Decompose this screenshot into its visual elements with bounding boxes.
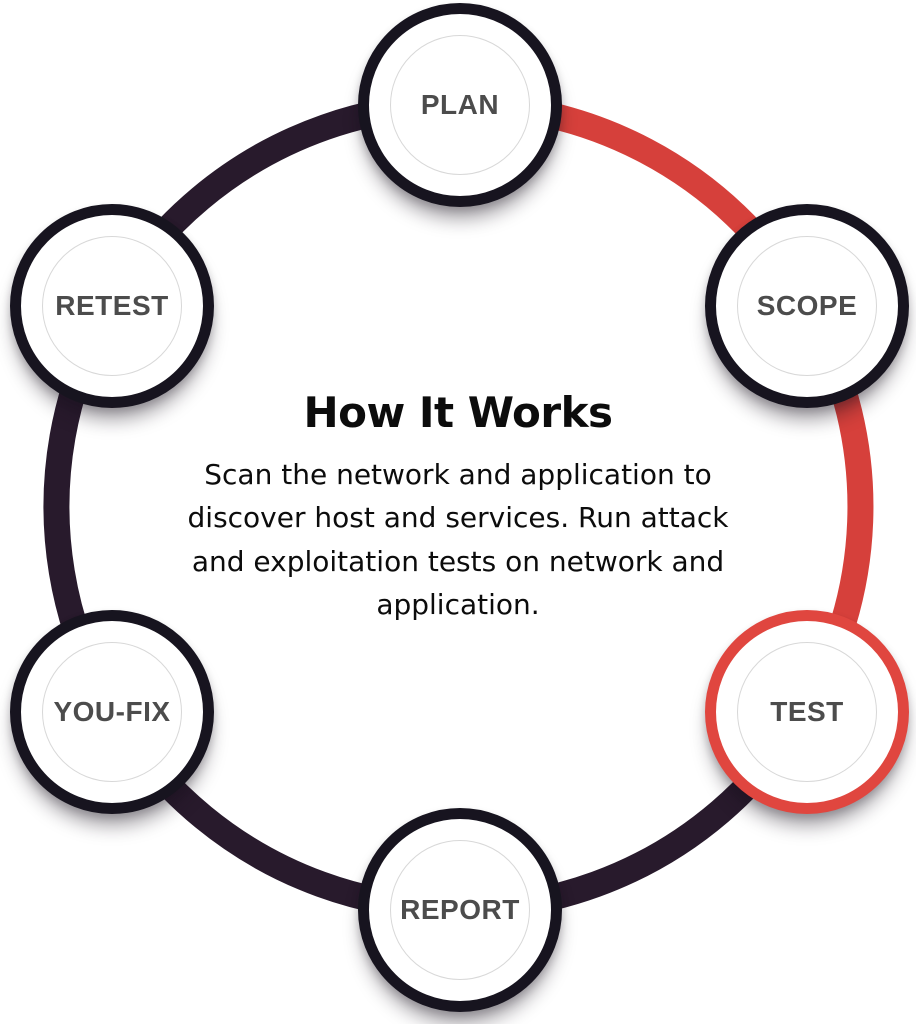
diagram-description: Scan the network and application to disc… (187, 458, 729, 622)
node-report[interactable]: REPORT (358, 808, 562, 1012)
node-label: YOU-FIX (53, 696, 171, 727)
center-text: How It Works Scan the network and applic… (168, 388, 748, 627)
node-test[interactable]: TEST (705, 610, 909, 814)
diagram-title: How It Works (303, 388, 613, 437)
node-label: RETEST (55, 290, 169, 321)
node-label: REPORT (400, 894, 520, 925)
node-label: PLAN (420, 89, 500, 120)
node-plan[interactable]: PLAN (358, 3, 562, 207)
node-label: TEST (770, 696, 844, 727)
node-you-fix[interactable]: YOU-FIX (10, 610, 214, 814)
node-scope[interactable]: SCOPE (705, 204, 909, 408)
node-retest[interactable]: RETEST (10, 204, 214, 408)
node-label: SCOPE (756, 290, 858, 321)
